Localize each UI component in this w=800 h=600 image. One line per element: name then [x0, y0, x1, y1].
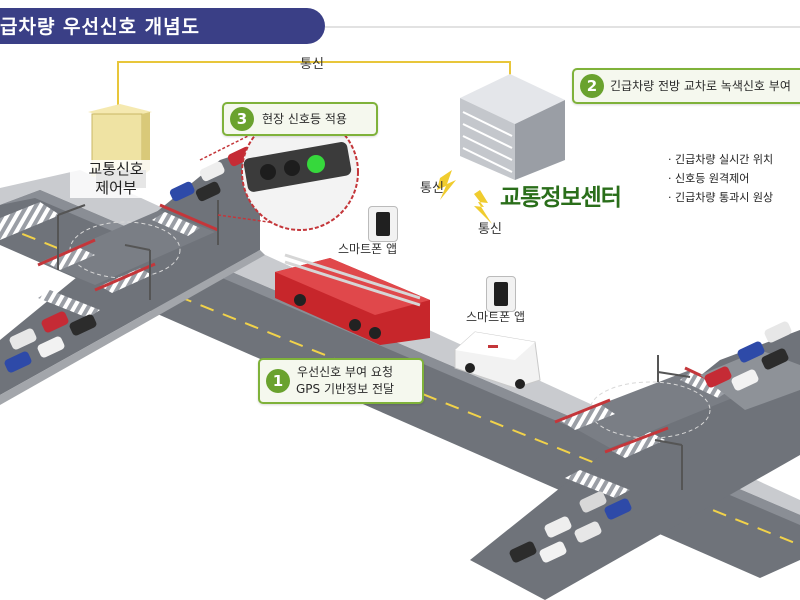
signal-controller-label: 교통신호 제어부: [70, 160, 162, 198]
parked-cars: [4, 146, 792, 563]
title-banner: [0, 8, 325, 44]
smartphone-icon: [368, 206, 398, 242]
traffic-light-zoom-icon: [199, 113, 359, 231]
smartphone-app-label: 스마트폰 앱: [338, 242, 398, 256]
traffic-info-center-label: 교통정보센터: [500, 185, 622, 211]
diagram-title: 급차량 우선신호 개념도: [0, 16, 201, 38]
step-3-badge: 3: [230, 107, 254, 131]
comm-label-right: 통신: [478, 222, 502, 237]
center-functions-list: · 긴급차량 실시간 위치 · 신호등 원격제어 · 긴급차량 통과시 원상: [668, 150, 800, 218]
comm-label-top: 통신: [300, 57, 324, 72]
center-function-item: · 긴급차량 통과시 원상: [668, 191, 774, 204]
controller-label-line-2: 제어부: [95, 179, 137, 197]
fire-truck-icon: [275, 253, 430, 345]
step-3-box: 3 현장 신호등 적용: [222, 102, 378, 136]
step-2-text: 긴급차량 전방 교차로 녹색신호 부여: [610, 78, 791, 93]
step-1-line-1: 우선신호 부여 요청: [297, 365, 393, 379]
lightning-bolt-icon: [437, 170, 492, 224]
controller-label-line-1: 교통신호: [88, 160, 144, 178]
step-2-badge: 2: [580, 74, 604, 98]
traffic-light-poles: [57, 200, 691, 490]
center-function-text: 신호등 원격제어: [675, 172, 750, 185]
title-divider: [325, 26, 800, 28]
step-1-badge: 1: [266, 369, 290, 393]
ambulance-icon: [454, 331, 541, 389]
center-function-item: · 신호등 원격제어: [668, 172, 750, 185]
center-function-text: 긴급차량 실시간 위치: [675, 153, 774, 166]
center-function-item: · 긴급차량 실시간 위치: [668, 153, 774, 166]
step-1-box: 1 우선신호 부여 요청 GPS 기반정보 전달: [258, 358, 424, 404]
step-2-box: 2 긴급차량 전방 교차로 녹색신호 부여: [572, 68, 800, 104]
smartphone-icon: [486, 276, 516, 312]
left-cross-road: [0, 150, 265, 405]
step-1-line-2: GPS 기반정보 전달: [296, 382, 395, 396]
smartphone-app-label: 스마트폰 앱: [466, 310, 526, 324]
step-1-text: 우선신호 부여 요청 GPS 기반정보 전달: [296, 364, 394, 398]
communication-lines: [117, 61, 511, 108]
comm-label-left: 통신: [420, 181, 444, 196]
step-3-text: 현장 신호등 적용: [262, 111, 347, 126]
traffic-info-center-building-icon: [460, 74, 565, 180]
center-function-text: 긴급차량 통과시 원상: [675, 191, 774, 204]
